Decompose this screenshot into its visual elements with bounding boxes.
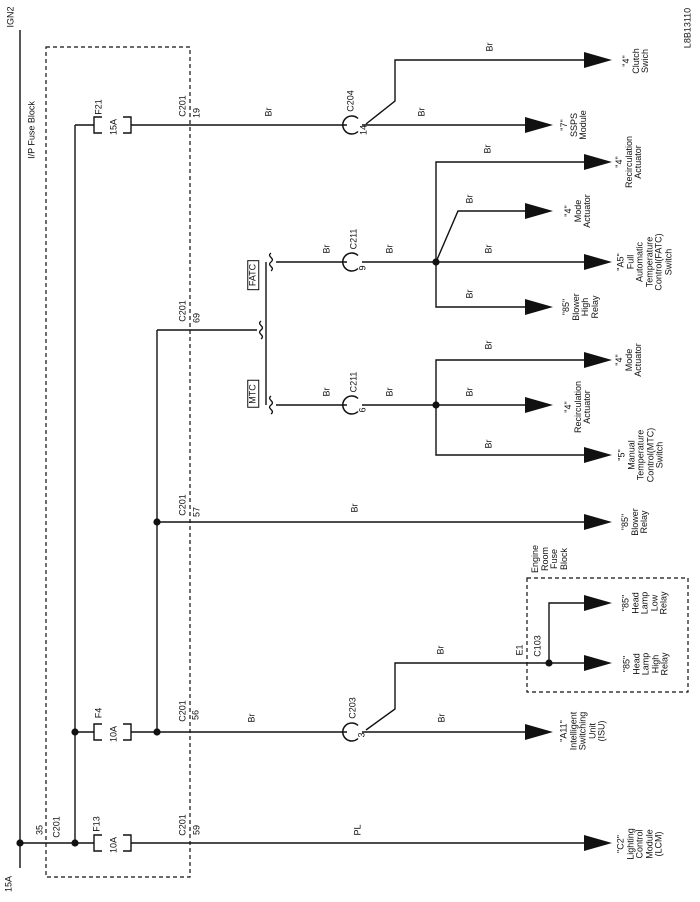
fuse-f4-name: F4 [93, 707, 104, 719]
junction-dots [16, 258, 553, 847]
component-mode-actuator-fatc: "4" Mode Actuator [562, 194, 592, 228]
component-blower-high-relay: "85" Blower High Relay [561, 293, 600, 321]
fuse-f21-rating: 15A [108, 118, 119, 136]
wire-color-br: Br [464, 194, 475, 204]
component-head-lamp-low-relay: "85" Head Lamp Low Relay [620, 591, 669, 615]
connector-c201-19-pin: 19 [191, 107, 202, 119]
engine-room-fuse-block-outline [526, 577, 689, 693]
wire-color-br: Br [483, 244, 494, 254]
fuse-f13-name: F13 [91, 816, 102, 832]
wire-color-br: Br [416, 107, 427, 117]
connector-c201-69-pin: 69 [191, 312, 202, 324]
connector-c103-name: C103 [532, 635, 543, 657]
wire-color-br: Br [483, 439, 494, 449]
connector-c201-59-pin: 59 [191, 824, 202, 836]
ip-fuse-block-outline [45, 46, 191, 878]
power-fuse-rating-label: 15A [3, 875, 14, 893]
wire-color-br: Br [482, 144, 493, 154]
wire-color-br: Br [435, 645, 446, 655]
component-mtc-switch: "5" Manual Temperature Control(MTC) Swit… [616, 427, 665, 483]
wire-color-br: Br [464, 289, 475, 299]
component-mode-actuator-mtc: "4" Mode Actuator [613, 343, 643, 377]
component-recirculation-actuator-mtc: "4" Recirculation Actuator [562, 380, 592, 434]
component-isu: "A11" Intelligent Switching Unit (ISU) [558, 711, 607, 751]
connector-c201-59-name: C201 [177, 814, 188, 836]
component-lcm: "C2" Lighting Control Module (LCM) [615, 828, 664, 860]
wire-color-pl: PL [352, 824, 363, 836]
component-ssps-module: "7" SSPS Module [558, 110, 588, 140]
connector-c201-57-name: C201 [177, 494, 188, 516]
component-recirculation-actuator-fatc: "4" Recirculation Actuator [613, 135, 643, 189]
component-head-lamp-high-relay: "85" Head Lamp High Relay [621, 652, 670, 676]
wire-color-br: Br [384, 387, 395, 397]
wire-color-br: Br [384, 244, 395, 254]
connector-c201-56-pin: 56 [190, 709, 201, 721]
connector-c201-35-pin: 35 [34, 824, 45, 836]
component-fatc-switch: "A5" Full Automatic Temperature Control(… [615, 233, 674, 291]
variant-squiggles [258, 252, 274, 415]
connector-c211-fatc-pin: 9 [357, 265, 368, 271]
variant-tag-fatc: FATC [247, 259, 259, 291]
connector-c201-56-name: C201 [177, 700, 188, 722]
component-blower-relay: "85" Blower Relay [619, 508, 649, 536]
wire-color-br: Br [246, 713, 257, 723]
wire-color-br: Br [483, 340, 494, 350]
variant-tag-mtc: MTC [247, 380, 259, 408]
wire-color-br: Br [349, 503, 360, 513]
fuse-symbols [93, 116, 132, 852]
diagram-code: L8B13110 [682, 7, 693, 49]
connector-c201-19-name: C201 [177, 95, 188, 117]
fuse-f21-name: F21 [93, 99, 104, 115]
component-clutch-switch: "4" Clutch Swich [620, 48, 650, 74]
wire-color-br: Br [484, 42, 495, 52]
power-source-label: IGN2 [5, 6, 16, 28]
connector-c203-name: C203 [347, 697, 358, 719]
connector-c201-69-name: C201 [177, 300, 188, 322]
wire-color-br: Br [263, 107, 274, 117]
connector-c203-pin: 3 [356, 732, 367, 738]
fuse-f13-rating: 10A [108, 836, 119, 854]
arrowheads [525, 52, 612, 851]
connector-c211-mtc-name: C211 [348, 371, 359, 393]
wire-color-br: Br [464, 387, 475, 397]
wire-color-br: Br [436, 713, 447, 723]
wire-color-br: Br [321, 387, 332, 397]
connector-c201-57-pin: 57 [191, 506, 202, 518]
engine-room-fuse-block-title: Engine Room Fuse Block [530, 544, 569, 574]
wiring-lines [19, 30, 584, 868]
connector-c211-mtc-pin: 6 [357, 407, 368, 413]
connector-e1-ref: E1 [514, 644, 525, 656]
connector-c204-name: C204 [345, 90, 356, 112]
connector-c204-pin: 14 [358, 124, 369, 136]
connector-c211-fatc-name: C211 [348, 228, 359, 250]
ip-fuse-block-title: I/P Fuse Block [26, 101, 37, 159]
connector-c201-35-name: C201 [51, 816, 62, 838]
wire-color-br: Br [321, 244, 332, 254]
fuse-f4-rating: 10A [108, 725, 119, 743]
connector-arcs [342, 115, 359, 742]
